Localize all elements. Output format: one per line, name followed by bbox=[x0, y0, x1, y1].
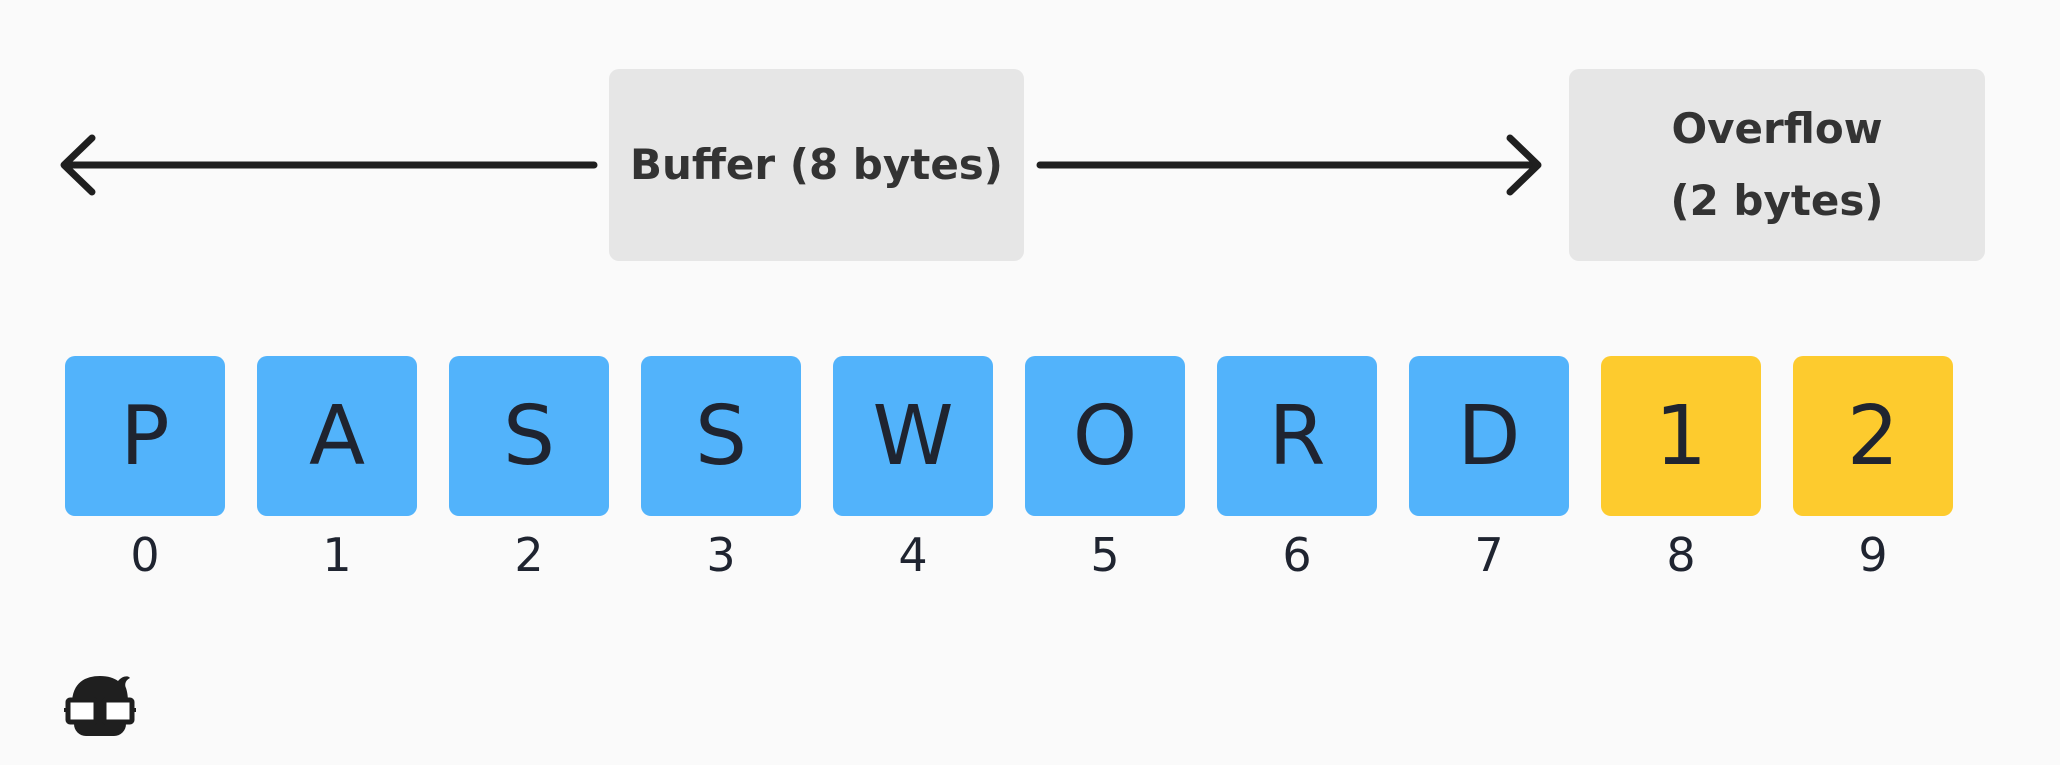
byte-index: 0 bbox=[130, 528, 160, 582]
byte-char: W bbox=[872, 388, 954, 484]
buffer-span-arrows bbox=[60, 134, 1542, 196]
nerd-glasses-logo-icon bbox=[64, 676, 136, 736]
byte-cell-5: O bbox=[1025, 356, 1185, 516]
byte-char: O bbox=[1072, 388, 1138, 484]
byte-cell-4: W bbox=[833, 356, 993, 516]
buffer-span-arrow-left bbox=[60, 134, 598, 196]
buffer-label: Buffer (8 bytes) bbox=[630, 140, 1003, 189]
byte-cell-7: D bbox=[1409, 356, 1569, 516]
byte-index: 8 bbox=[1666, 528, 1696, 582]
overflow-label-box: Overflow (2 bytes) bbox=[1569, 69, 1985, 261]
byte-char: D bbox=[1457, 388, 1521, 484]
byte-char: R bbox=[1268, 388, 1326, 484]
byte-cell-3: S bbox=[641, 356, 801, 516]
byte-cell-6: R bbox=[1217, 356, 1377, 516]
buffer-label-box: Buffer (8 bytes) bbox=[609, 69, 1024, 261]
byte-index: 4 bbox=[898, 528, 928, 582]
byte-index: 7 bbox=[1474, 528, 1504, 582]
byte-char: S bbox=[694, 388, 748, 484]
byte-cell-2: S bbox=[449, 356, 609, 516]
byte-index: 3 bbox=[706, 528, 736, 582]
byte-index: 6 bbox=[1282, 528, 1312, 582]
buffer-span-arrow-right bbox=[1036, 134, 1542, 196]
byte-cell-0: P bbox=[65, 356, 225, 516]
byte-char: 1 bbox=[1654, 388, 1708, 484]
byte-cell-9: 2 bbox=[1793, 356, 1953, 516]
byte-index: 2 bbox=[514, 528, 544, 582]
overflow-label-line-1: Overflow bbox=[1671, 104, 1883, 153]
byte-char: A bbox=[308, 388, 366, 484]
byte-index: 9 bbox=[1858, 528, 1888, 582]
byte-char: 2 bbox=[1846, 388, 1900, 484]
byte-char: P bbox=[120, 388, 170, 484]
byte-index: 1 bbox=[322, 528, 352, 582]
byte-cell-8: 1 bbox=[1601, 356, 1761, 516]
byte-cell-1: A bbox=[257, 356, 417, 516]
overflow-label-line-2: (2 bytes) bbox=[1670, 176, 1884, 225]
byte-index: 5 bbox=[1090, 528, 1120, 582]
byte-char: S bbox=[502, 388, 556, 484]
